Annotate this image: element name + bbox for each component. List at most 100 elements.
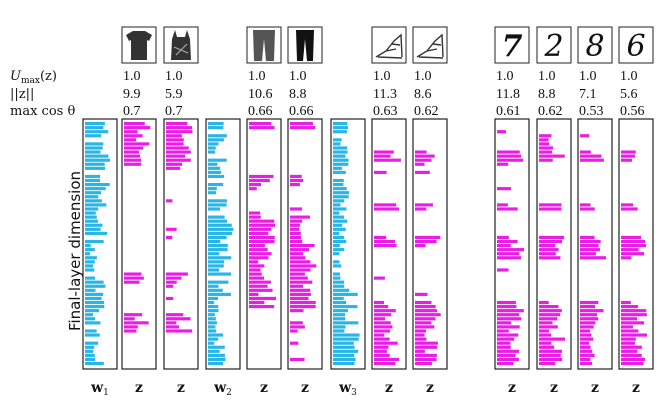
bar-mark	[621, 154, 635, 158]
bar-mark	[415, 150, 427, 154]
bar-mark	[85, 215, 97, 219]
bar-mark	[333, 337, 359, 341]
bar-mark	[497, 333, 519, 337]
bar-mark	[333, 170, 346, 174]
bar-mark	[415, 337, 427, 341]
bar-mark	[249, 239, 275, 244]
bar-mark	[415, 235, 441, 240]
bar-mark	[374, 341, 398, 345]
column-label: z	[508, 380, 516, 396]
bar-mark	[290, 309, 304, 313]
value-umax: 1.0	[414, 69, 432, 84]
bar-mark	[333, 296, 344, 301]
bar-mark	[415, 317, 436, 321]
bar-mark	[290, 248, 310, 252]
bar-mark	[497, 150, 520, 154]
bar-mark	[333, 235, 345, 240]
bar-mark	[539, 252, 556, 256]
bar-mark	[85, 321, 101, 325]
bar-mark	[166, 158, 191, 162]
bar-mark	[85, 345, 95, 349]
value-cos: 0.63	[373, 104, 398, 119]
bar-mark	[621, 248, 639, 252]
bar-mark	[208, 361, 224, 366]
bar-mark	[621, 321, 645, 325]
row-labels: Umax(z) ||z|| max cos θ	[10, 69, 75, 119]
bar-mark	[290, 256, 306, 260]
value-norm: 5.6	[620, 87, 638, 102]
bar-mark	[621, 329, 639, 333]
bar-mark	[333, 276, 341, 280]
bar-mark	[85, 162, 105, 166]
bar-panel-frame	[536, 118, 572, 370]
bar-mark	[415, 207, 427, 211]
bar-mark	[290, 357, 305, 362]
bar-mark	[415, 353, 437, 357]
bar-mark	[621, 361, 644, 366]
column-12: 81.07.10.53z	[577, 26, 613, 396]
bar-mark	[166, 134, 182, 138]
bar-mark	[85, 353, 95, 357]
bar-mark	[539, 256, 561, 260]
bar-mark	[539, 333, 552, 337]
value-norm: 8.6	[414, 87, 432, 102]
bar-mark	[124, 317, 135, 321]
value-cos: 0.7	[123, 104, 141, 119]
value-norm: 5.9	[165, 87, 183, 102]
digit-6-thumbnail-icon: 6	[626, 29, 645, 64]
bar-mark	[208, 357, 226, 362]
bar-mark	[333, 178, 344, 183]
bar-mark	[333, 317, 346, 321]
bar-mark	[290, 227, 300, 231]
bar-mark	[580, 207, 595, 211]
bar-mark	[290, 321, 303, 325]
bar-mark	[85, 317, 96, 321]
value-norm: 9.9	[123, 87, 141, 102]
bar-mark	[415, 162, 425, 166]
bar-mark	[166, 122, 188, 126]
bar-mark	[85, 199, 102, 203]
bar-panel-frame	[412, 118, 448, 370]
digit-7-thumbnail-icon: 7	[502, 29, 523, 64]
bar-mark	[208, 280, 229, 284]
bar-mark	[621, 337, 636, 341]
y-axis-label: Final-layer dimension	[66, 171, 84, 331]
bar-mark	[249, 178, 270, 183]
bar-mark	[208, 215, 225, 219]
bar-mark	[621, 325, 633, 329]
bar-mark	[374, 361, 396, 366]
bar-mark	[290, 183, 301, 187]
value-umax: 1.0	[620, 69, 638, 84]
bar-mark	[374, 329, 391, 333]
bar-mark	[374, 333, 385, 337]
bar-mark	[208, 142, 219, 146]
bar-mark	[415, 313, 441, 317]
bar-mark	[497, 337, 515, 341]
trouser-thumbnail-icon	[253, 30, 275, 61]
bar-mark	[85, 195, 99, 199]
row-label-cos: max cos θ	[10, 104, 75, 119]
bar-mark	[124, 272, 142, 276]
bar-mark	[539, 353, 561, 357]
bar-mark	[621, 353, 642, 357]
bar-mark	[208, 126, 224, 130]
bar-mark	[580, 235, 595, 240]
bar-mark	[539, 300, 549, 305]
value-umax: 1.0	[496, 69, 514, 84]
bar-mark	[290, 280, 313, 284]
bar-mark	[124, 280, 140, 284]
column-label: z	[385, 380, 393, 396]
bar-mark	[290, 288, 311, 292]
bar-mark	[208, 199, 228, 203]
bar-mark	[85, 150, 101, 154]
bar-mark	[621, 333, 648, 337]
bar-mark	[208, 321, 217, 325]
bar-mark	[208, 138, 224, 142]
bar-mark	[539, 305, 559, 309]
thumbnail-frame	[577, 26, 613, 64]
bar-mark	[621, 317, 638, 321]
bar-mark	[374, 313, 392, 317]
bar-mark	[166, 317, 191, 321]
bar-mark	[621, 239, 646, 244]
